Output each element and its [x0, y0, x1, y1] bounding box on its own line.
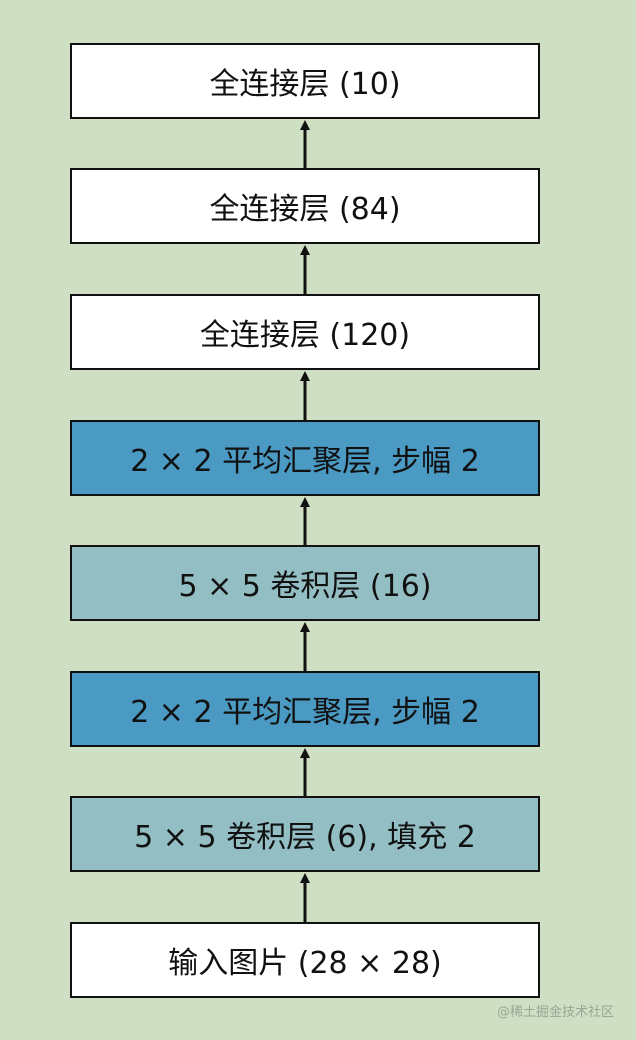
layer-avgpool-2: 2 × 2 平均汇聚层, 步幅 2	[70, 420, 540, 496]
layer-fc-120: 全连接层 (120)	[70, 294, 540, 370]
layer-input-image: 输入图片 (28 × 28)	[70, 922, 540, 998]
watermark: @稀土掘金技术社区	[496, 1005, 614, 1020]
layer-avgpool-1: 2 × 2 平均汇聚层, 步幅 2	[70, 671, 540, 747]
layer-label: 5 × 5 卷积层 (6), 填充 2	[134, 820, 476, 855]
layer-label: 输入图片 (28 × 28)	[168, 946, 442, 981]
layer-label: 全连接层 (120)	[199, 318, 411, 353]
layer-conv-16: 5 × 5 卷积层 (16)	[70, 545, 540, 621]
layer-fc-84: 全连接层 (84)	[70, 168, 540, 244]
layer-label: 5 × 5 卷积层 (16)	[178, 569, 432, 604]
layer-label: 2 × 2 平均汇聚层, 步幅 2	[130, 695, 480, 730]
layer-conv-6: 5 × 5 卷积层 (6), 填充 2	[70, 796, 540, 872]
layer-label: 全连接层 (10)	[209, 67, 401, 102]
layer-fc-10: 全连接层 (10)	[70, 43, 540, 119]
layer-label: 全连接层 (84)	[209, 192, 401, 227]
layer-label: 2 × 2 平均汇聚层, 步幅 2	[130, 444, 480, 479]
